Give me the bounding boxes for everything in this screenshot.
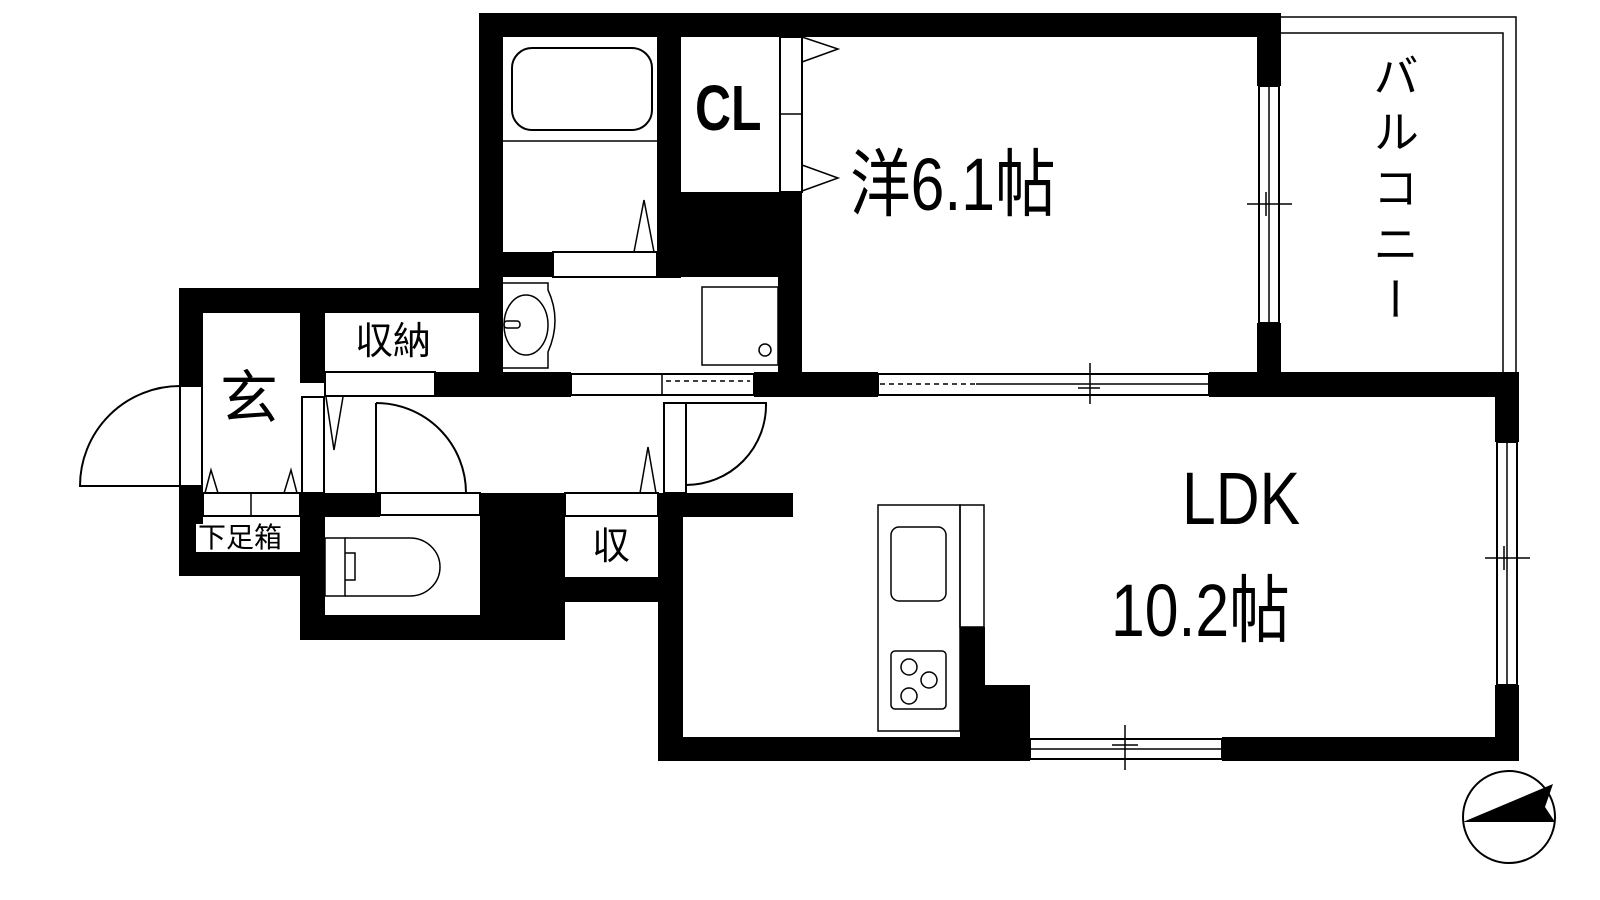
windows xyxy=(570,85,1530,770)
kitchen-counter xyxy=(877,504,985,732)
western-room-label: 洋6.1帖 xyxy=(850,143,1056,226)
storage-label: 収納 xyxy=(355,321,432,363)
washbasin-icon xyxy=(503,282,556,369)
toilet-icon xyxy=(324,537,441,597)
closet-label: CL xyxy=(695,72,762,144)
doors xyxy=(78,36,841,517)
kitchen-sink-icon xyxy=(890,526,947,602)
entrance-label: 玄 xyxy=(220,366,279,431)
washing-machine-pan-icon xyxy=(701,286,779,366)
small-storage-label: 収 xyxy=(592,526,631,568)
balcony xyxy=(1255,16,1517,372)
north-arrow-icon xyxy=(1462,770,1556,864)
shoe-box-label: 下足箱 xyxy=(196,522,285,553)
walls xyxy=(179,13,1519,761)
ldk-label: LDK xyxy=(1182,457,1301,540)
balcony-label: バルコニー xyxy=(1367,52,1419,332)
three-burner-stove-icon xyxy=(890,650,947,710)
bathtub-icon xyxy=(503,47,657,142)
ldk-size-label: 10.2帖 xyxy=(1111,569,1290,652)
